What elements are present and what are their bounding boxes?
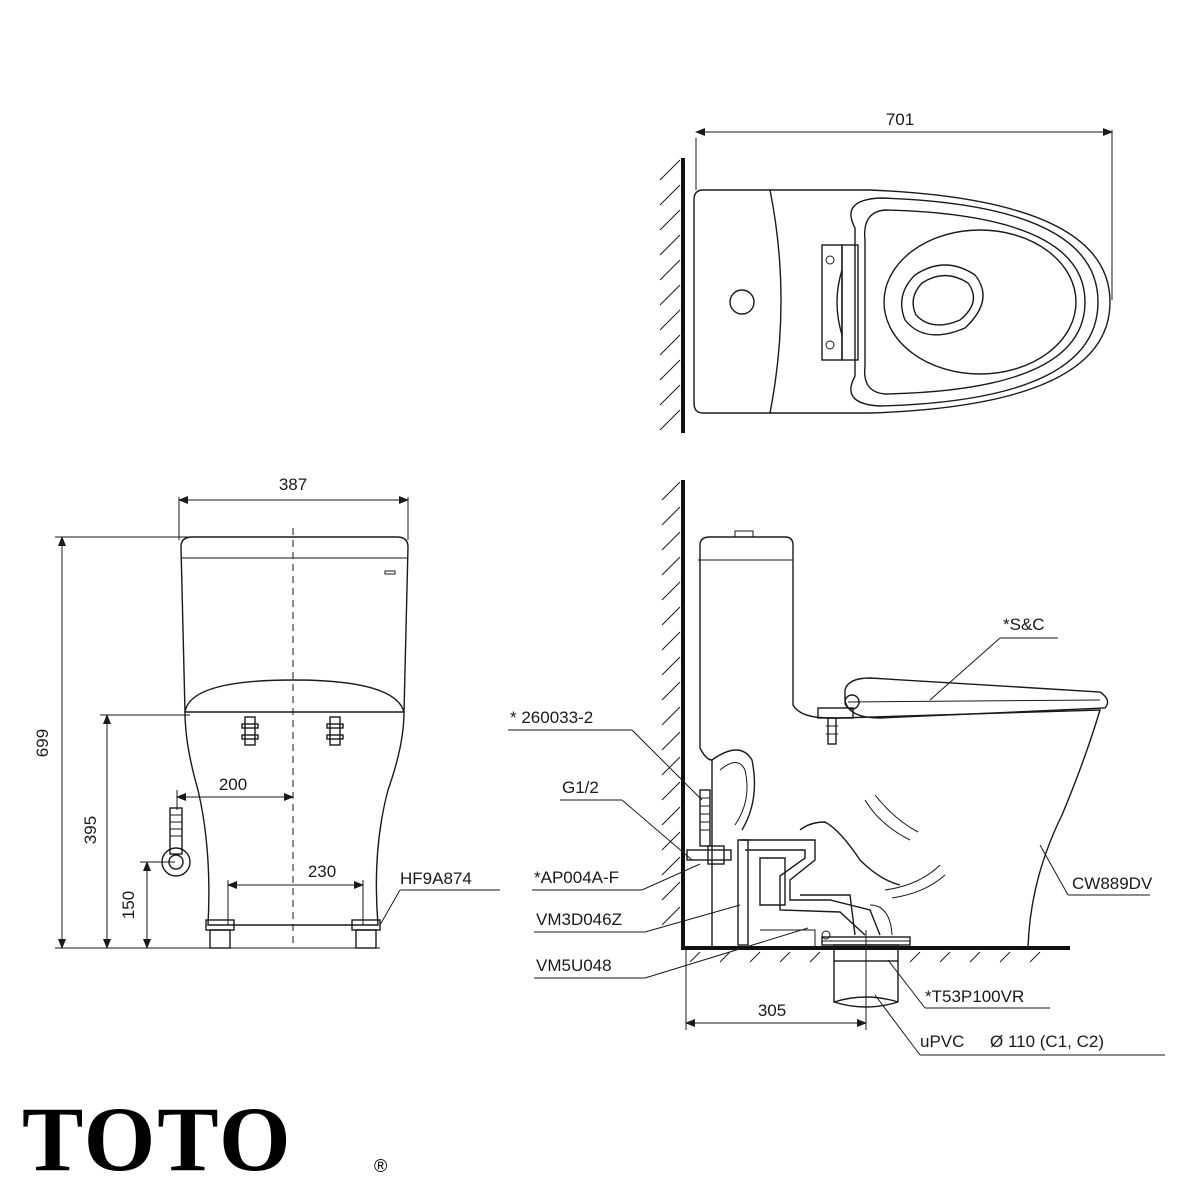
label-bowl-model: CW889DV xyxy=(1072,874,1153,893)
drain-pipe xyxy=(833,930,899,1030)
bowl-front xyxy=(184,711,405,926)
label-floor-bolt: HF9A874 xyxy=(400,869,472,888)
seat-outline xyxy=(850,197,1099,407)
drain-opening xyxy=(901,264,984,336)
seat-side xyxy=(844,677,1109,719)
label-pipe-size: Ø 110 (C1, C2) xyxy=(990,1032,1104,1051)
brand-logo: TOTO ® xyxy=(22,1088,387,1190)
flush-button-icon xyxy=(729,289,755,315)
side-view: 305 * 260033-2 G1/2 *AP004A-F VM3D046Z V… xyxy=(508,480,1165,1056)
bowl-side xyxy=(830,709,1101,949)
wall-hatch-top xyxy=(659,159,681,431)
tank-front xyxy=(180,536,409,713)
inlet-nipples xyxy=(241,716,344,746)
tank-side xyxy=(699,536,831,719)
supply-valve-front xyxy=(161,807,191,877)
dim-total-height: 699 xyxy=(33,729,52,757)
label-fill-valve: VM3D046Z xyxy=(536,910,622,929)
dim-supply-height: 150 xyxy=(119,891,138,919)
supply-line-side xyxy=(686,789,732,865)
top-view: 701 xyxy=(659,110,1113,433)
wall-hatch-side xyxy=(661,481,681,926)
label-pipe-material: uPVC xyxy=(920,1032,964,1051)
label-flush-valve: VM5U048 xyxy=(536,956,612,975)
logo-text: TOTO xyxy=(22,1088,293,1190)
front-view: 387 699 395 150 200 230 xyxy=(33,475,500,949)
tank-top-outline xyxy=(693,189,782,414)
seat-hinge xyxy=(821,244,843,361)
label-flex-hose: * 260033-2 xyxy=(510,708,593,727)
registered-mark: ® xyxy=(374,1156,387,1176)
label-seat-cover: *S&C xyxy=(1003,615,1045,634)
bowl-body-top xyxy=(770,189,1111,414)
dim-rough-in: 305 xyxy=(758,1001,786,1020)
dim-bolt-spacing: 230 xyxy=(308,862,336,881)
label-flange: *T53P100VR xyxy=(925,987,1024,1006)
dim-supply-offset: 200 xyxy=(219,775,247,794)
bowl-opening xyxy=(883,229,1077,375)
internal-trapway xyxy=(737,821,901,948)
dim-front-width: 387 xyxy=(279,475,307,494)
floor-hatch xyxy=(689,951,1041,963)
label-angle-valve: *AP004A-F xyxy=(534,868,619,887)
dim-inlet-height: 395 xyxy=(81,816,100,844)
label-thread: G1/2 xyxy=(562,778,599,797)
dim-top-width: 701 xyxy=(886,110,914,129)
